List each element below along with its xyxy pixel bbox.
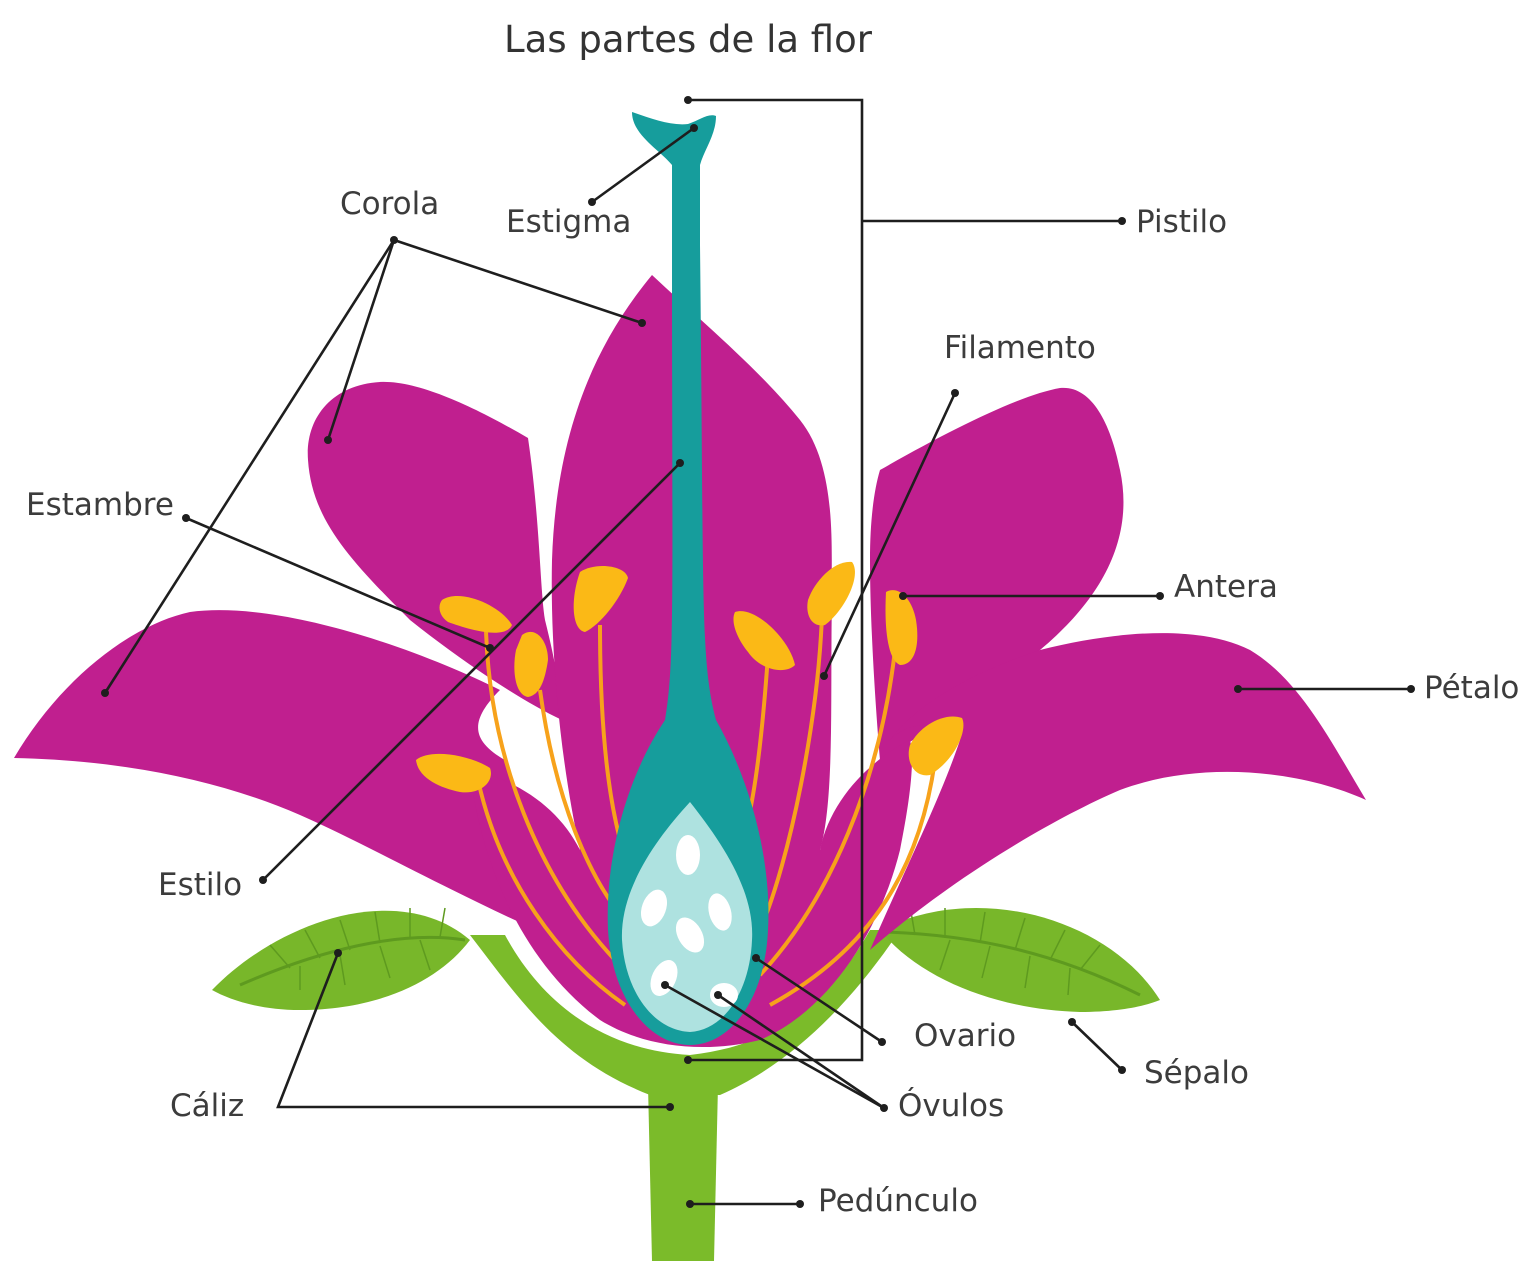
label-estigma: Estigma — [506, 204, 631, 240]
sepalo-leader — [1072, 1022, 1122, 1070]
label-filamento: Filamento — [944, 330, 1096, 366]
corola-leader-1 — [394, 240, 642, 323]
peduncle-shape — [648, 1085, 718, 1261]
label-estilo: Estilo — [158, 867, 242, 903]
right-sepal — [880, 908, 1160, 1012]
label-estambre: Estambre — [26, 487, 174, 523]
label-pedunculo: Pedúnculo — [818, 1183, 978, 1219]
label-caliz: Cáliz — [170, 1088, 244, 1124]
label-ovulos: Óvulos — [898, 1087, 1004, 1124]
label-ovario: Ovario — [914, 1018, 1016, 1054]
label-corola: Corola — [340, 186, 439, 222]
diagram-title: Las partes de la flor — [504, 18, 873, 61]
label-pistilo: Pistilo — [1136, 204, 1227, 240]
label-antera: Antera — [1174, 569, 1278, 605]
label-sepalo: Sépalo — [1144, 1055, 1249, 1091]
label-petalo: Pétalo — [1424, 670, 1519, 706]
